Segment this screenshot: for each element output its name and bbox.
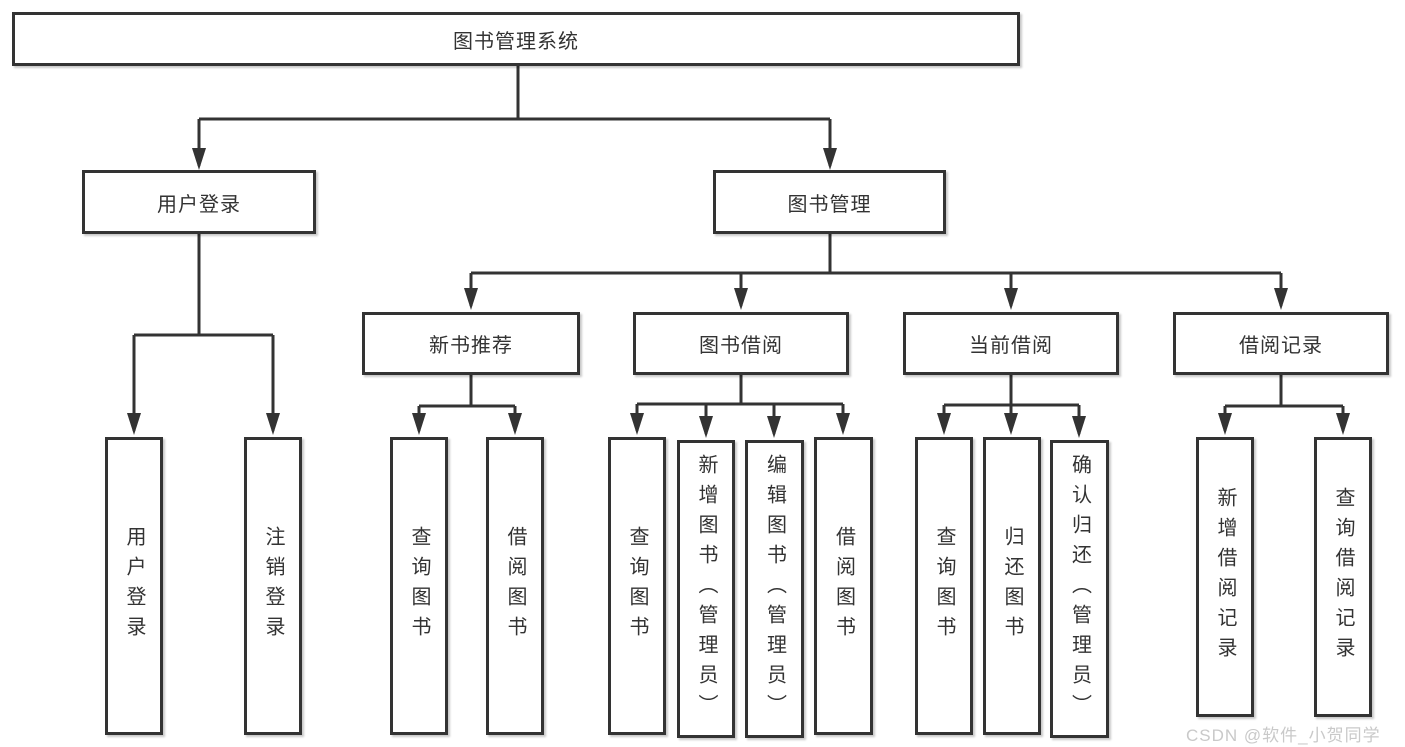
leaf-borrow-query-books: 查询图书 (608, 437, 666, 735)
leaf-records-query-record: 查询借阅记录 (1314, 437, 1372, 717)
leaf-user-login: 用户登录 (105, 437, 163, 735)
node-book-management-label: 图书管理 (787, 193, 872, 216)
node-book-management: 图书管理 (713, 170, 946, 234)
node-user-login-label: 用户登录 (157, 193, 241, 216)
node-borrow-records-label: 借阅记录 (1239, 335, 1323, 357)
node-book-borrow-label: 图书借阅 (699, 335, 783, 357)
csdn-watermark: CSDN @软件_小贺同学 (1186, 726, 1381, 745)
leaf-recommend-borrow-books: 借阅图书 (486, 437, 544, 735)
node-user-login: 用户登录 (82, 170, 316, 234)
leaf-borrow-borrow-books: 借阅图书 (814, 437, 873, 735)
leaf-records-add-record: 新增借阅记录 (1196, 437, 1254, 717)
node-new-book-recommend: 新书推荐 (362, 312, 580, 375)
leaf-current-return-books: 归还图书 (983, 437, 1041, 735)
node-book-borrow: 图书借阅 (633, 312, 849, 375)
leaf-borrow-add-books-admin: 新增图书（管理员） (677, 440, 735, 738)
node-new-book-recommend-label: 新书推荐 (429, 335, 513, 357)
leaf-current-query-books: 查询图书 (915, 437, 973, 735)
node-root-label: 图书管理系统 (453, 30, 579, 53)
node-borrow-records: 借阅记录 (1173, 312, 1389, 375)
leaf-current-confirm-return-admin: 确认归还（管理员） (1050, 440, 1109, 738)
leaf-borrow-edit-books-admin: 编辑图书（管理员） (745, 440, 804, 738)
node-root: 图书管理系统 (12, 12, 1020, 66)
node-current-borrow: 当前借阅 (903, 312, 1119, 375)
leaf-logout: 注销登录 (244, 437, 302, 735)
node-current-borrow-label: 当前借阅 (969, 335, 1053, 357)
leaf-recommend-query-books: 查询图书 (390, 437, 448, 735)
